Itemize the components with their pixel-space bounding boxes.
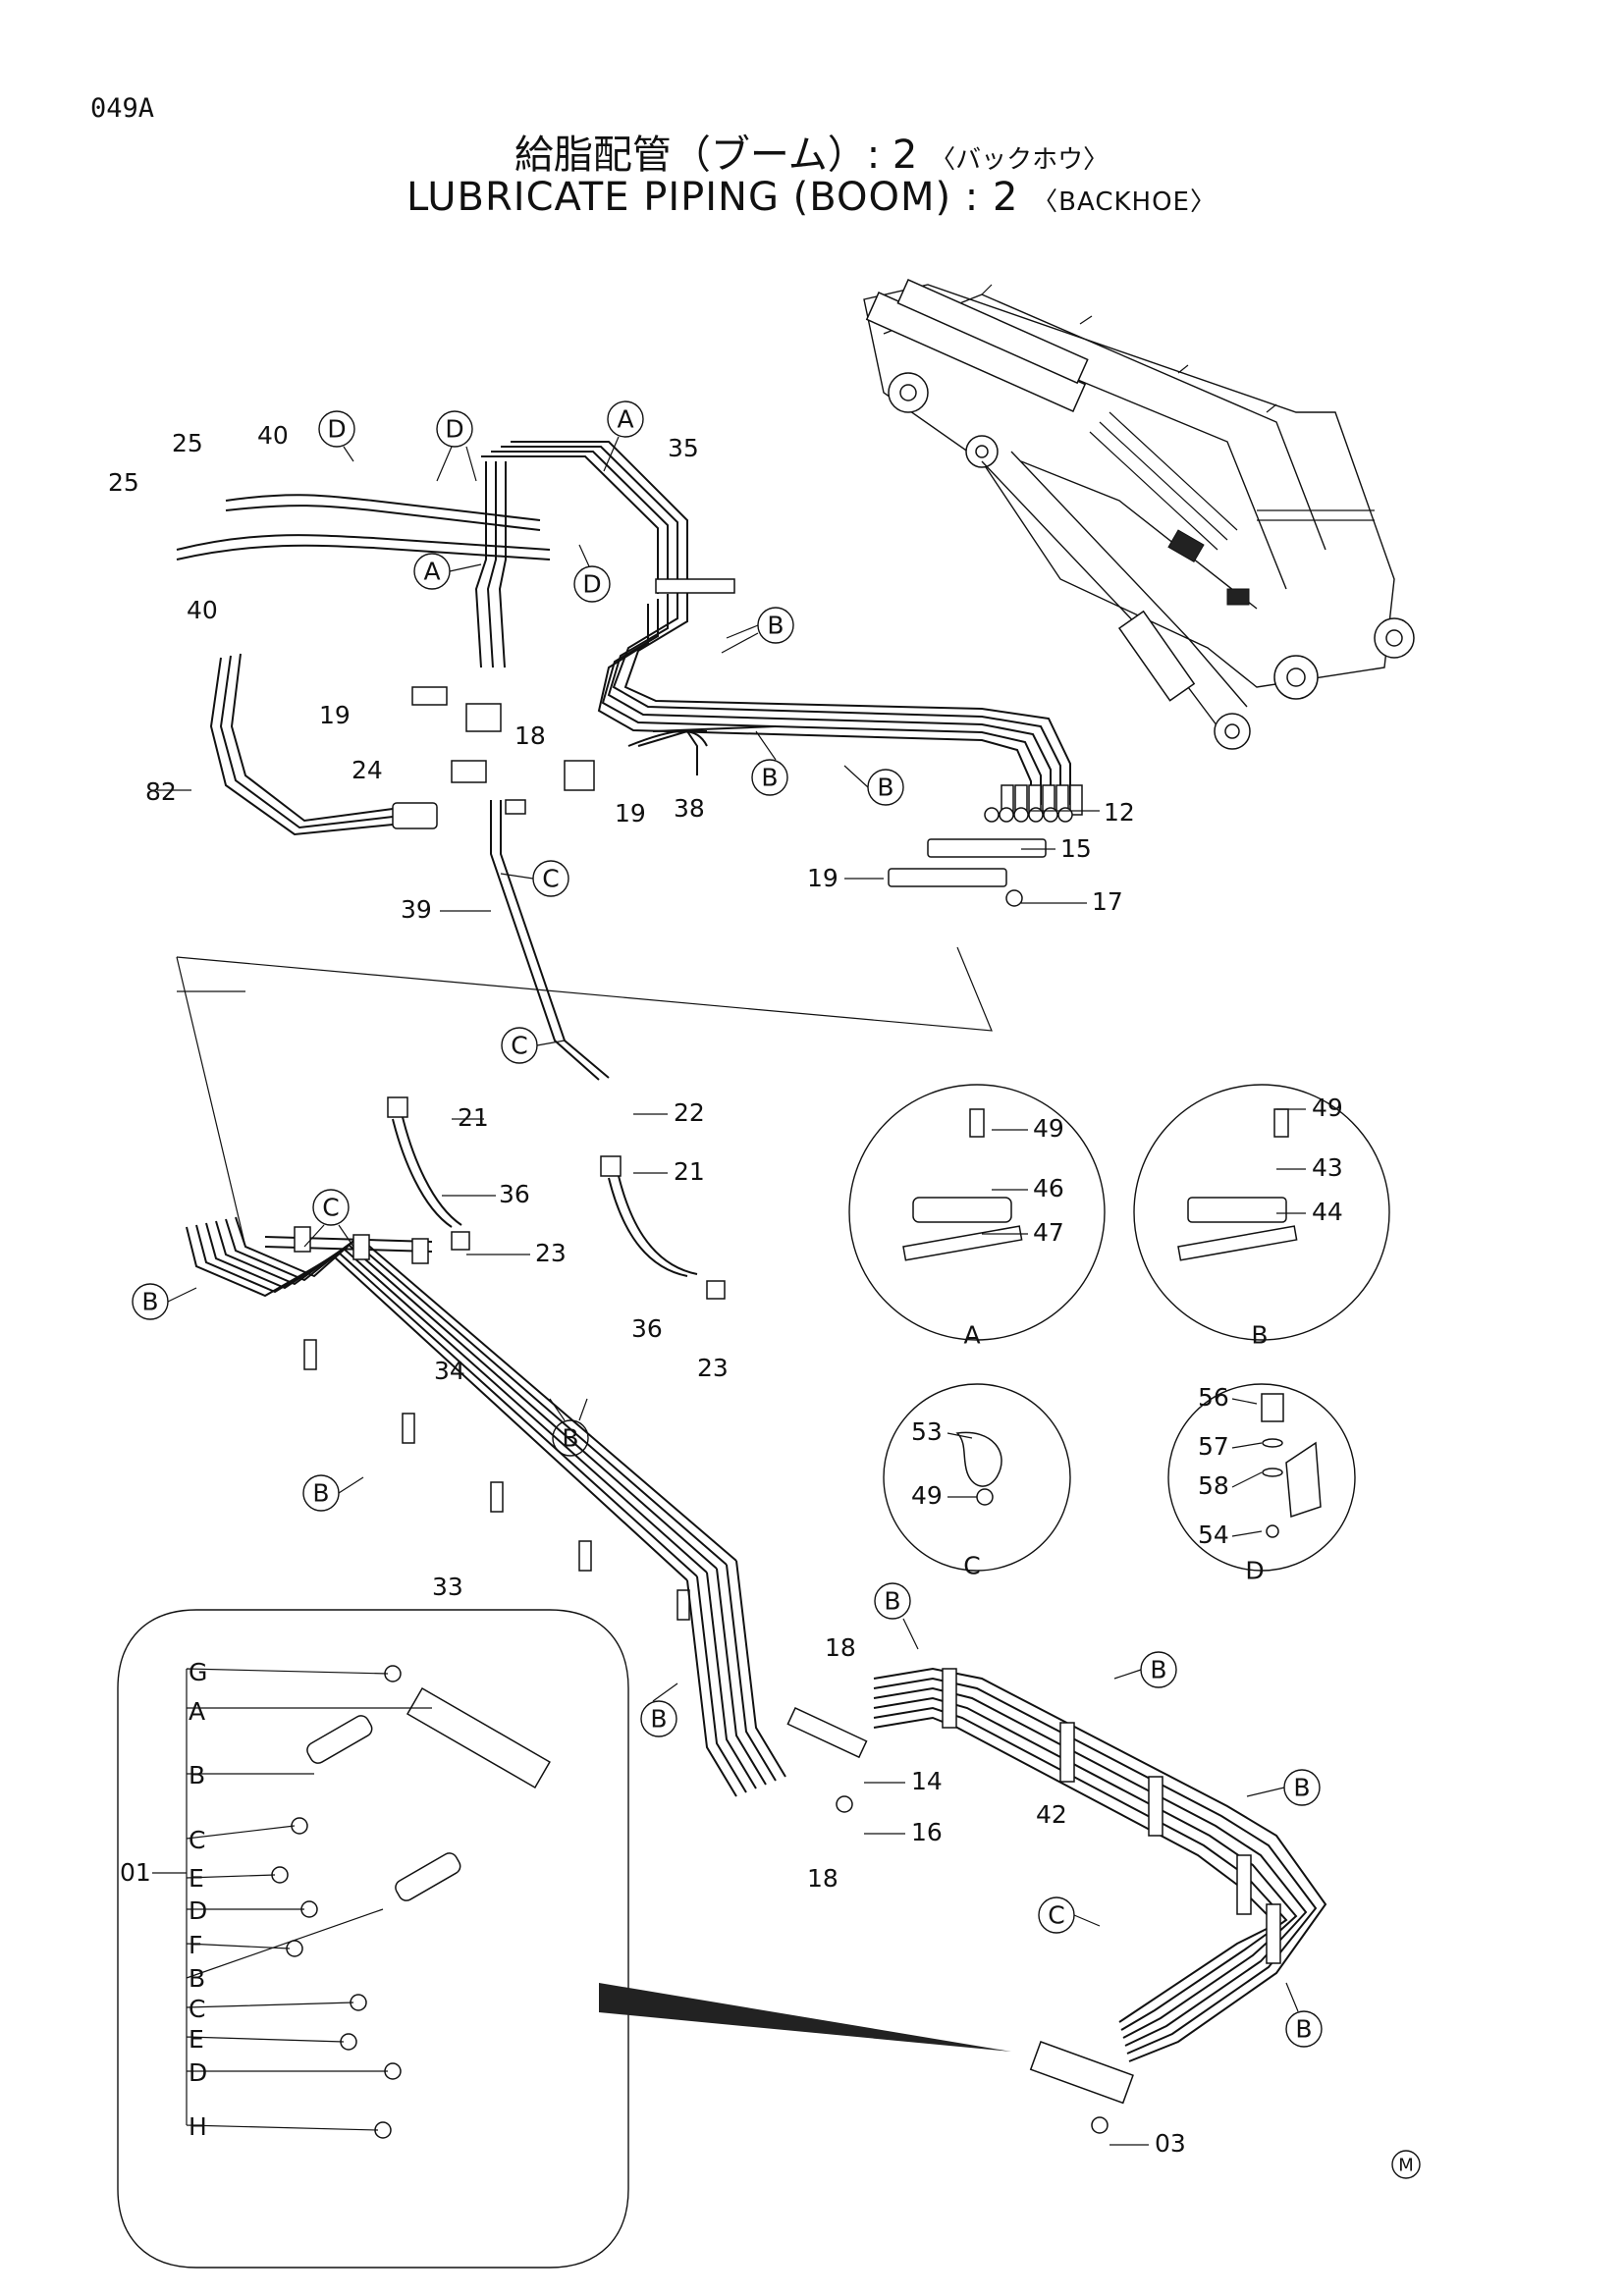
inset-letter: E: [189, 1864, 204, 1893]
callout-b: B: [877, 774, 893, 802]
part-label: 33: [432, 1573, 463, 1601]
inset-letter: B: [189, 1964, 205, 1993]
title-en-sub: 〈BACKHOE〉: [1032, 187, 1217, 217]
title-jp-sub: 〈バックホウ〉: [930, 145, 1109, 175]
detail-label-d: D: [1245, 1557, 1264, 1585]
inset-letter: C: [189, 1995, 205, 2023]
callout-c: C: [542, 865, 559, 893]
part-label: 23: [535, 1239, 567, 1267]
upper-piping: [176, 441, 1083, 1081]
part-label: 17: [1092, 887, 1123, 916]
part-label: 38: [674, 794, 705, 823]
callout-b: B: [141, 1288, 158, 1316]
inset-assembly-01: [117, 1609, 1011, 2269]
part-label: 39: [401, 895, 432, 924]
part-label: 82: [145, 777, 177, 806]
part-label: 25: [172, 429, 203, 457]
middle-piping: [176, 946, 993, 1797]
part-label: 18: [807, 1864, 839, 1893]
part-label: 22: [674, 1098, 705, 1127]
part-label: 54: [1198, 1521, 1229, 1549]
part-number-labels: 25 25 40 40 35 19 24 82 18 19 38 12 15 1…: [108, 421, 1343, 2158]
callout-d: D: [582, 570, 601, 599]
part-label: 23: [697, 1354, 729, 1382]
inset-letter: F: [189, 1931, 202, 1959]
part-label: 21: [674, 1157, 705, 1186]
inset-letter: D: [189, 2058, 207, 2087]
part-label: 36: [499, 1180, 530, 1208]
part-label: 18: [514, 721, 546, 750]
callout-c: C: [322, 1194, 339, 1222]
callout-b: B: [884, 1587, 900, 1616]
callout-c: C: [1048, 1901, 1064, 1930]
part-label: 40: [257, 421, 289, 450]
callouts: D D A A D B B B C C C B B B B B B B C B: [132, 400, 1323, 2048]
detail-views: [848, 1084, 1390, 1572]
part-label: 49: [1033, 1114, 1064, 1143]
part-label: 49: [911, 1481, 943, 1510]
boom-illustration: [863, 279, 1415, 750]
part-label: 18: [825, 1633, 856, 1662]
part-label: 16: [911, 1818, 943, 1846]
title-japanese: 給脂配管（ブーム）: 2 〈バックホウ〉: [0, 123, 1623, 180]
part-label: 19: [807, 864, 839, 892]
callout-b: B: [1295, 2015, 1312, 2044]
part-label: 53: [911, 1417, 943, 1446]
part-label: 21: [458, 1103, 489, 1132]
detail-label-c: C: [963, 1552, 980, 1580]
part-label: 14: [911, 1767, 943, 1795]
inset-letter: A: [189, 1697, 205, 1726]
lower-right-piping: [786, 1667, 1327, 2134]
callout-b: B: [1293, 1774, 1310, 1802]
callout-b: B: [312, 1479, 329, 1508]
callout-a: A: [617, 405, 633, 434]
inset-letter: E: [189, 2025, 204, 2054]
part-label: 19: [615, 799, 646, 828]
part-label: 43: [1312, 1153, 1343, 1182]
part-label: 15: [1060, 834, 1092, 863]
part-label: 36: [631, 1314, 663, 1343]
inset-letter-labels: G A B C E D F B C E D H: [189, 1658, 207, 2141]
part-label: 44: [1312, 1198, 1343, 1226]
callout-d: D: [327, 415, 346, 444]
title-jp-main: 給脂配管（ブーム）: 2: [514, 133, 918, 178]
callout-b: B: [767, 612, 784, 640]
inset-letter: G: [189, 1658, 207, 1686]
inset-letter: H: [189, 2112, 207, 2141]
title-english: LUBRICATE PIPING (BOOM) : 2 〈BACKHOE〉: [0, 175, 1623, 220]
part-label: 25: [108, 468, 139, 497]
part-label: 24: [352, 756, 383, 784]
callout-b: B: [650, 1705, 667, 1734]
callout-a: A: [423, 558, 440, 586]
page-id: 049A: [90, 93, 155, 124]
part-label: 34: [434, 1357, 465, 1385]
part-label: 47: [1033, 1218, 1064, 1247]
part-label: 57: [1198, 1432, 1229, 1461]
part-label: 56: [1198, 1383, 1229, 1412]
part-label: 19: [319, 701, 351, 729]
inset-letter: C: [189, 1826, 205, 1854]
detail-label-b: B: [1251, 1321, 1268, 1350]
part-label: 40: [187, 596, 218, 624]
part-label: 42: [1036, 1800, 1067, 1829]
title-en-main: LUBRICATE PIPING (BOOM) : 2: [406, 175, 1019, 220]
part-label: 35: [668, 434, 699, 462]
part-label: 49: [1312, 1094, 1343, 1122]
callout-b: B: [761, 764, 778, 792]
inset-letter: B: [189, 1761, 205, 1789]
callout-d: D: [445, 415, 463, 444]
callout-b: B: [562, 1424, 578, 1453]
corner-mark: M: [1398, 2156, 1414, 2176]
detail-label-a: A: [963, 1321, 980, 1350]
part-label: 03: [1155, 2129, 1186, 2158]
callout-b: B: [1150, 1656, 1166, 1684]
part-label: 01: [120, 1858, 151, 1887]
part-label: 58: [1198, 1471, 1229, 1500]
part-label: 12: [1104, 798, 1135, 827]
inset-letter: D: [189, 1896, 207, 1925]
part-label: 46: [1033, 1174, 1064, 1202]
callout-c: C: [511, 1032, 527, 1060]
